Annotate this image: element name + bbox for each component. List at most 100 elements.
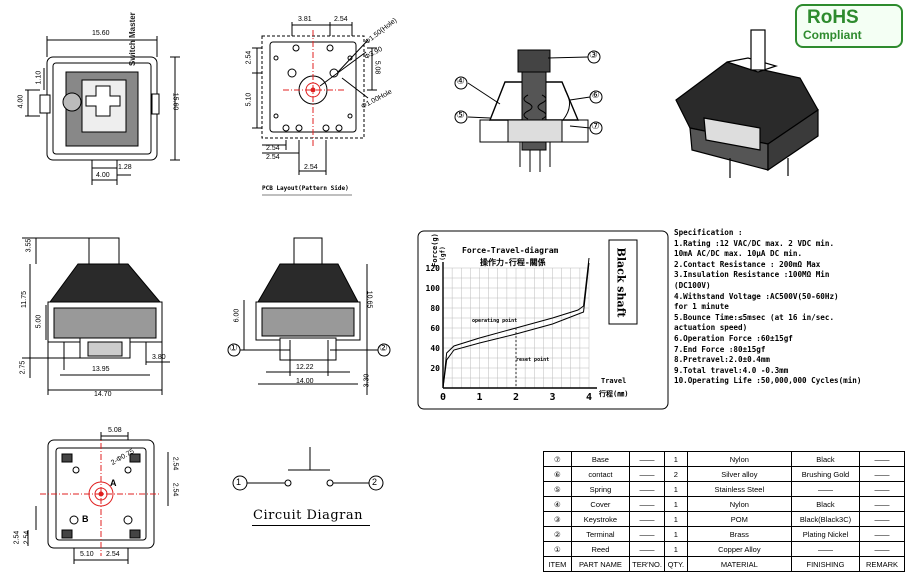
side-callout-2: ② xyxy=(379,343,388,354)
top-left-dim: 4.00 xyxy=(17,94,25,109)
parts-cell-qty: 1 xyxy=(664,526,688,542)
chart-xlabel-unit: 行程(㎜) xyxy=(599,390,629,398)
spec-line: 10.Operating Life :50,000,000 Cycles(min… xyxy=(674,376,862,386)
circuit-caption: Circuit Diagran xyxy=(253,508,363,523)
spec-line: 3.Insulation Resistance :100MΩ Min xyxy=(674,270,830,280)
chart-annotation-reset: reset point xyxy=(516,357,550,363)
bottom-left-v2: 2.54 xyxy=(13,530,21,545)
chart-y-tick-label: 80 xyxy=(430,304,440,313)
parts-cell-ter: —— xyxy=(629,526,666,542)
chart-subtitle: 操作力-行程-關係 xyxy=(480,258,546,267)
parts-cell-material: Stainless Steel xyxy=(686,481,792,497)
parts-cell-item: ③ xyxy=(543,511,572,527)
parts-cell-remark: —— xyxy=(858,466,905,482)
chart-x-tick-label: 2 xyxy=(513,392,519,403)
parts-cell-part: Terminal xyxy=(570,526,631,542)
chart-x-tick-label: 3 xyxy=(549,392,555,403)
isometric-view xyxy=(675,29,819,178)
specification-block: Specification : 1.Rating :12 VAC/DC max.… xyxy=(674,228,902,387)
parts-cell-item: ⑦ xyxy=(543,451,572,467)
front-outer-w: 14.70 xyxy=(94,391,112,398)
parts-cell-finishing: Black(Black3C) xyxy=(790,511,860,527)
parts-cell-finishing: Plating Nickel xyxy=(790,526,860,542)
parts-cell-part: Spring xyxy=(570,481,631,497)
parts-cell-remark: —— xyxy=(858,511,905,527)
top-height-dim: 15.60 xyxy=(171,92,179,111)
chart-x-tick-label: 4 xyxy=(586,392,592,403)
pcb-left-v2: 5.10 xyxy=(245,92,253,107)
chart-y-tick-label: 40 xyxy=(430,344,440,353)
chart-series-line-release xyxy=(442,262,590,389)
parts-cell-ter: TER'NO. xyxy=(629,556,666,572)
parts-cell-ter: —— xyxy=(629,481,666,497)
front-total-dim: 11.75 xyxy=(21,291,28,308)
spec-line: 5.Bounce Time:≤5msec (at 16 in/sec. xyxy=(674,312,835,322)
spec-line: for 1 minute xyxy=(674,302,729,312)
parts-cell-material: Brass xyxy=(686,526,792,542)
chart-x-tick-label: 0 xyxy=(440,392,446,403)
parts-cell-material: POM xyxy=(686,511,792,527)
parts-cell-remark: REMARK xyxy=(858,556,905,572)
parts-cell-finishing: —— xyxy=(790,481,860,497)
bottom-view xyxy=(27,432,169,564)
pcb-bottom-b: 2.54 xyxy=(266,154,280,161)
chart-y-tick-label: 20 xyxy=(430,364,440,373)
parts-cell-item: ② xyxy=(543,526,572,542)
pcb-right-v: 5.08 xyxy=(373,60,381,75)
parts-cell-part: Keystroke xyxy=(570,511,631,527)
parts-cell-ter: —— xyxy=(629,466,666,482)
parts-cell-part: contact xyxy=(570,466,631,482)
side-pin-h: 3.30 xyxy=(363,373,371,388)
top-width-dim: 15.60 xyxy=(92,30,110,37)
side-outer-w: 14.00 xyxy=(296,378,314,385)
parts-cell-material: Nylon xyxy=(686,451,792,467)
parts-cell-qty: 1 xyxy=(664,496,688,512)
bottom-b: 2.54 xyxy=(106,551,120,558)
parts-cell-ter: —— xyxy=(629,451,666,467)
front-inner-w: 13.95 xyxy=(92,366,110,373)
parts-cell-remark: —— xyxy=(858,526,905,542)
callout-6: ⑥ xyxy=(591,90,600,101)
front-top-dim: 3.55 xyxy=(25,238,33,253)
chart-annotation-operating: operating point xyxy=(472,318,518,324)
spec-line: 10mA AC/DC max. 10μA DC min. xyxy=(674,249,803,259)
front-pin-w: 3.80 xyxy=(152,354,166,361)
chart-title: Force-Travel-diagram xyxy=(462,246,559,255)
spec-line: 8.Pretravel:2.0±0.4mm xyxy=(674,355,771,365)
circuit-terminal-2: 2 xyxy=(372,477,378,487)
chart-ylabel-unit: (gf) xyxy=(439,246,447,261)
bottom-top-w: 5.08 xyxy=(108,427,122,434)
bottom-a: 5.10 xyxy=(80,551,94,558)
top-bottom-a-dim: 1.28 xyxy=(118,164,132,171)
side-left-h: 6.00 xyxy=(233,308,241,323)
spec-line: 1.Rating :12 VAC/DC max. 2 VDC min. xyxy=(674,238,835,248)
parts-cell-qty: 1 xyxy=(664,541,688,557)
parts-cell-qty: 1 xyxy=(664,481,688,497)
chart-xlabel: Travel xyxy=(601,377,627,385)
parts-cell-part: Cover xyxy=(570,496,631,512)
bottom-right-v2: 2.54 xyxy=(171,482,179,497)
circuit-caption-underline xyxy=(252,525,370,526)
callout-5: ⑤ xyxy=(456,110,465,121)
front-view xyxy=(22,237,170,395)
side-callout-1: ① xyxy=(229,343,238,354)
spec-line: 9.Total travel:4.0 -0.3mm xyxy=(674,365,789,375)
parts-cell-part: PART NAME xyxy=(570,556,631,572)
parts-cell-remark: —— xyxy=(858,451,905,467)
pcb-top-b: 2.54 xyxy=(334,16,348,23)
parts-cell-qty: 2 xyxy=(664,466,688,482)
parts-cell-item: ① xyxy=(543,541,572,557)
callout-3: ③ xyxy=(589,50,598,61)
parts-cell-part: Reed xyxy=(570,541,631,557)
rohs-badge: RoHS Compliant xyxy=(795,4,903,48)
spec-line: (DC100V) xyxy=(674,280,711,290)
force-chart-frame xyxy=(417,230,669,410)
pcb-layout-view xyxy=(252,22,377,196)
chart-side-label: Black shaft xyxy=(614,247,628,318)
chart-y-tick-label: 100 xyxy=(426,284,441,293)
